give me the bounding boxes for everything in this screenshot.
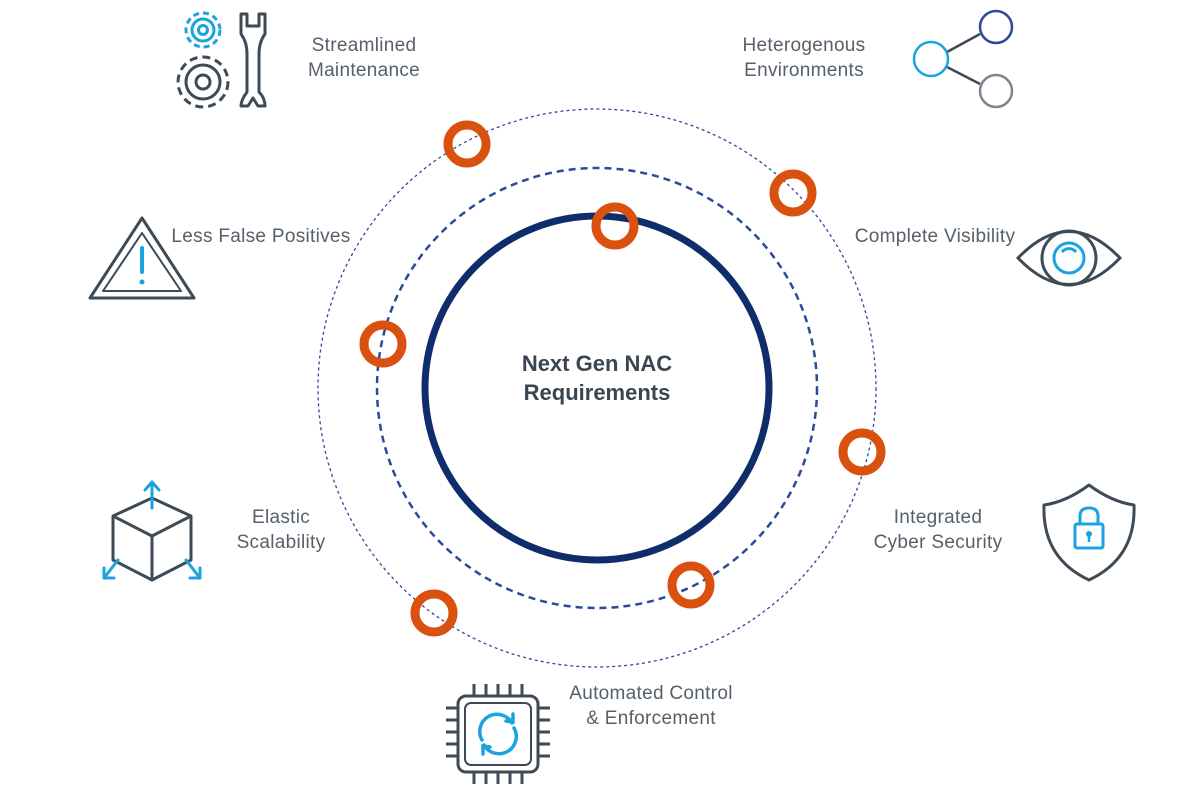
center-title-line: Next Gen NAC — [521, 351, 673, 376]
expand-cube-icon — [102, 480, 202, 582]
orange-marker — [410, 589, 458, 637]
orange-marker — [667, 561, 715, 609]
eye-icon — [1015, 229, 1123, 287]
orange-marker — [769, 169, 817, 217]
label-streamlined-maintenance: Streamlined Maintenance — [294, 33, 434, 83]
label-line: Complete Visibility — [854, 226, 1016, 247]
label-line: Scalability — [236, 532, 326, 553]
label-line: Streamlined — [311, 35, 417, 56]
outer-dashed-ring — [317, 108, 877, 668]
label-line: Cyber Security — [873, 532, 1003, 553]
label-line: & Enforcement — [586, 708, 716, 729]
label-line: Maintenance — [307, 60, 421, 81]
label-complete-visibility: Complete Visibility — [840, 224, 1030, 249]
gears-wrench-icon — [176, 11, 267, 109]
orange-marker — [591, 202, 639, 250]
middle-dashed-ring — [375, 166, 819, 610]
center-title: Next Gen NAC Requirements — [447, 349, 747, 407]
shield-lock-icon — [1042, 483, 1136, 582]
chip-sync-icon — [446, 684, 550, 784]
orange-marker — [838, 428, 886, 476]
label-line: Elastic — [251, 507, 311, 528]
label-less-false-positives: Less False Positives — [164, 224, 358, 249]
label-heterogenous-environments: Heterogenous Environments — [728, 33, 880, 83]
label-line: Environments — [744, 60, 864, 81]
warning-triangle-icon — [88, 216, 196, 300]
orange-marker — [359, 320, 407, 368]
center-title-line: Requirements — [523, 380, 671, 405]
label-automated-control: Automated Control & Enforcement — [551, 681, 751, 731]
label-line: Integrated — [893, 507, 983, 528]
label-line: Automated Control — [569, 683, 733, 704]
label-line: Heterogenous — [742, 35, 866, 56]
label-elastic-scalability: Elastic Scalability — [226, 505, 336, 555]
label-line: Less False Positives — [171, 226, 351, 247]
share-nodes-icon — [912, 9, 1014, 109]
label-integrated-cyber-security: Integrated Cyber Security — [862, 505, 1014, 555]
orange-marker — [443, 120, 491, 168]
